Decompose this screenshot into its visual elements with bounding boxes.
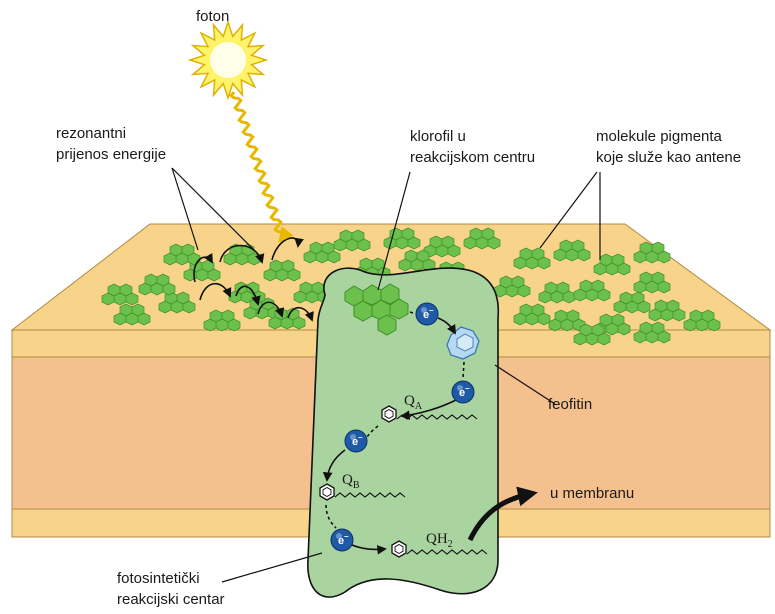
qa-label: Q bbox=[404, 393, 415, 409]
electron-charge: – bbox=[429, 306, 434, 315]
antenna-label-line2: koje služe kao antene bbox=[596, 149, 741, 166]
qa-tail bbox=[396, 414, 478, 420]
qh2-label: QH bbox=[426, 531, 448, 547]
quinone-qh2: QH2 bbox=[391, 531, 488, 558]
photon-wave bbox=[229, 91, 294, 243]
electron-icon: e– bbox=[451, 380, 475, 404]
electron-charge: – bbox=[358, 433, 363, 442]
svg-text:QH2: QH2 bbox=[426, 531, 453, 550]
qh2-tail bbox=[406, 549, 488, 555]
arrow-qa-to-e3 bbox=[365, 425, 379, 439]
resonant-label-line1: rezonantni bbox=[56, 125, 126, 142]
photon-label: foton bbox=[196, 8, 229, 25]
rc-chlorophyll bbox=[344, 283, 409, 336]
resonance-arrows bbox=[193, 237, 314, 322]
electron-label: e– bbox=[338, 532, 349, 547]
electron-label: e– bbox=[423, 306, 434, 321]
exit-arrow bbox=[467, 486, 538, 542]
electron-charge: – bbox=[465, 384, 470, 393]
reaction-center-label-line1: fotosintetički bbox=[117, 570, 200, 587]
arrow-e4-to-qh2 bbox=[351, 544, 387, 555]
arrow-e1-to-pheophytin bbox=[437, 317, 456, 335]
qa-ring-icon bbox=[381, 405, 397, 423]
qb-subscript: B bbox=[353, 480, 360, 491]
quinone-qa: QA bbox=[381, 393, 478, 423]
qb-label: Q bbox=[342, 472, 353, 488]
qh2-ring-icon bbox=[391, 540, 407, 558]
electron-label: e– bbox=[352, 433, 363, 448]
electron-transport-path bbox=[322, 311, 465, 555]
arrow-e2-to-qa bbox=[400, 399, 457, 420]
svg-text:QB: QB bbox=[342, 472, 360, 491]
rc-chlorophyll-label-line1: klorofil u bbox=[410, 128, 466, 145]
svg-text:QA: QA bbox=[404, 393, 423, 412]
electrons: e–e–e–e– bbox=[330, 302, 475, 552]
arrow-qb-to-e4 bbox=[325, 504, 337, 529]
sun-icon bbox=[187, 19, 269, 101]
arrow-pheophytin-to-e2 bbox=[462, 361, 465, 379]
electron-charge: – bbox=[344, 532, 349, 541]
electron-icon: e– bbox=[344, 429, 368, 453]
electron-symbol: e bbox=[459, 387, 465, 399]
resonant-label-line2: prijenos energije bbox=[56, 146, 166, 163]
antenna-label-line1: molekule pigmenta bbox=[596, 128, 723, 145]
electron-icon: e– bbox=[330, 528, 354, 552]
quinone-qb: QB bbox=[319, 472, 406, 501]
qa-subscript: A bbox=[415, 401, 423, 412]
electron-symbol: e bbox=[338, 535, 344, 547]
rc-chlorophyll-label-line2: reakcijskom centru bbox=[410, 149, 535, 166]
qb-ring-icon bbox=[319, 483, 335, 501]
electron-symbol: e bbox=[352, 436, 358, 448]
pheophytin-molecule bbox=[446, 326, 480, 360]
to-membrane-label: u membranu bbox=[550, 485, 634, 502]
arrow-e3-to-qb bbox=[322, 449, 346, 482]
qh2-subscript: 2 bbox=[448, 539, 453, 550]
reaction-center-label-line2: reakcijski centar bbox=[117, 591, 225, 608]
leader-lines bbox=[171, 167, 601, 583]
electron-icon: e– bbox=[415, 302, 439, 326]
electron-label: e– bbox=[459, 384, 470, 399]
labels: foton rezonantni prijenos energije kloro… bbox=[56, 8, 741, 608]
qb-tail bbox=[334, 492, 406, 498]
arrow-rc-to-e1 bbox=[409, 311, 417, 315]
electron-symbol: e bbox=[423, 309, 429, 321]
pheophytin-label: feofitin bbox=[548, 396, 592, 413]
